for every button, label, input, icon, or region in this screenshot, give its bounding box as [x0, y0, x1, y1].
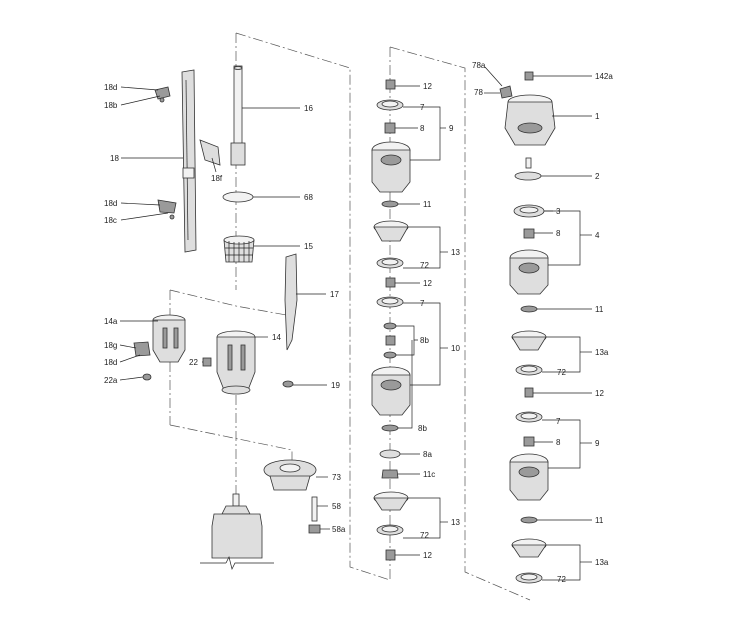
label-11: 11 — [423, 200, 432, 209]
label-2: 2 — [595, 172, 600, 181]
label-7: 7 — [556, 417, 561, 426]
right-column-stages — [499, 71, 556, 584]
motor-top — [200, 493, 274, 571]
stud-58 — [311, 496, 318, 522]
label-13: 13 — [451, 518, 460, 527]
suction-interconnector-14 — [216, 330, 256, 395]
label-72: 72 — [420, 531, 429, 540]
label-8: 8 — [420, 124, 425, 133]
label-18f: 18f — [211, 174, 223, 183]
shaft-16 — [230, 65, 246, 166]
label-17: 17 — [330, 290, 339, 299]
label-7: 7 — [420, 299, 425, 308]
cable-guard-18 — [181, 69, 197, 253]
o-ring-68 — [222, 191, 254, 203]
label-12: 12 — [595, 389, 604, 398]
label-15: 15 — [304, 242, 313, 251]
coupling-plate-73 — [263, 459, 317, 491]
label-18d: 18d — [104, 83, 117, 92]
label-22a: 22a — [104, 376, 118, 385]
label-1: 1 — [595, 112, 600, 121]
label-58: 58 — [332, 502, 341, 511]
label-8: 8 — [556, 438, 561, 447]
label-9: 9 — [595, 439, 600, 448]
label-8: 8 — [556, 229, 561, 238]
label-4: 4 — [595, 231, 600, 240]
label-11: 11 — [595, 305, 604, 314]
label-18c: 18c — [104, 216, 117, 225]
label-72: 72 — [557, 368, 566, 377]
label-72: 72 — [420, 261, 429, 270]
label-16: 16 — [304, 104, 313, 113]
clip-18d-top — [154, 86, 171, 103]
label-13a: 13a — [595, 558, 609, 567]
suction-interconnector-14a — [152, 314, 186, 363]
label-13: 13 — [451, 248, 460, 257]
label-8b: 8b — [420, 336, 429, 345]
label-9: 9 — [449, 124, 454, 133]
label-13a: 13a — [595, 348, 609, 357]
label-22: 22 — [189, 358, 198, 367]
label-58a: 58a — [332, 525, 346, 534]
label-78a: 78a — [472, 61, 486, 70]
screw-22a — [142, 373, 152, 381]
label-12: 12 — [423, 279, 432, 288]
strainer-15 — [223, 235, 255, 263]
label-18d: 18d — [104, 199, 117, 208]
label-14: 14 — [272, 333, 281, 342]
label-142a: 142a — [595, 72, 613, 81]
part-labels: 18d 18b 18 18d 18c 18f 16 68 15 17 19 14… — [104, 61, 613, 584]
label-19: 19 — [331, 381, 340, 390]
label-11: 11 — [595, 516, 604, 525]
clip-18d-bottom — [157, 199, 177, 220]
nut-58a — [308, 524, 321, 534]
leader-lines — [119, 66, 592, 581]
label-11c: 11c — [423, 470, 435, 479]
label-10: 10 — [451, 344, 460, 353]
label-3: 3 — [556, 207, 561, 216]
middle-column-stages — [371, 79, 411, 561]
label-12: 12 — [423, 82, 432, 91]
label-8b: 8b — [418, 424, 427, 433]
label-73: 73 — [332, 473, 341, 482]
label-18d: 18d — [104, 358, 117, 367]
label-18b: 18b — [104, 101, 118, 110]
label-68: 68 — [304, 193, 313, 202]
label-18: 18 — [110, 154, 119, 163]
label-7: 7 — [420, 103, 425, 112]
label-14a: 14a — [104, 317, 118, 326]
label-18g: 18g — [104, 341, 117, 350]
label-8a: 8a — [423, 450, 432, 459]
label-72: 72 — [557, 575, 566, 584]
screw-22 — [202, 357, 212, 367]
clip-18g — [133, 341, 151, 357]
nut-19 — [282, 380, 294, 388]
label-12: 12 — [423, 551, 432, 560]
clip-18f — [199, 139, 221, 166]
shaft-guard-17 — [284, 253, 298, 351]
label-78: 78 — [474, 88, 483, 97]
